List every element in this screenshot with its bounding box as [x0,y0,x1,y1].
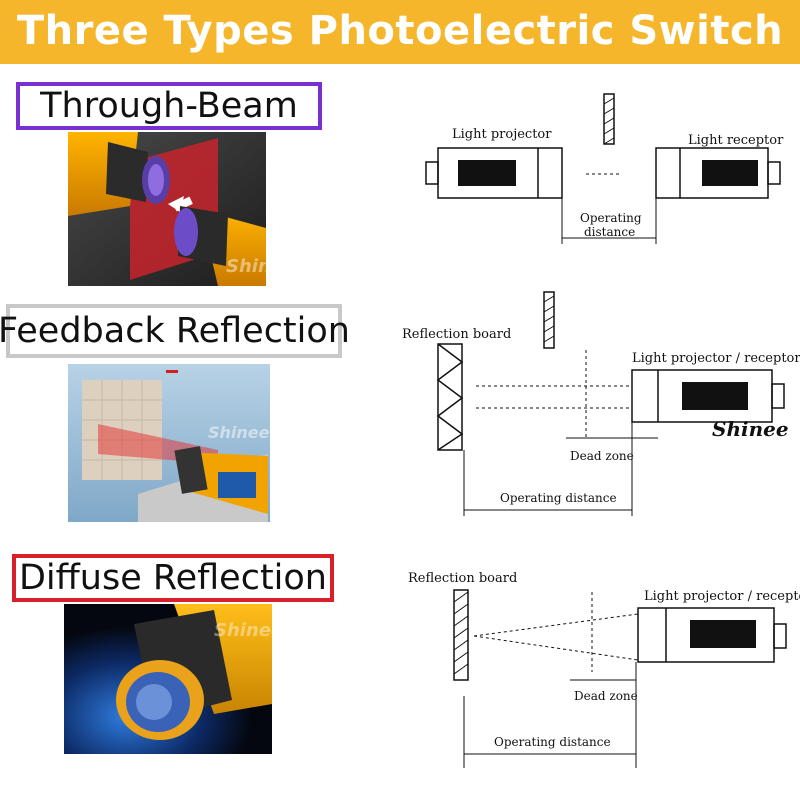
reflection-board-label: Reflection board [402,327,511,342]
unit-label: Light projector / receptor [632,351,800,366]
light-projector-receptor [637,607,787,663]
unit-label: Light projector / receptor [644,589,800,604]
dead-zone-label: Dead zone [570,449,634,463]
feedback-reflection-label: Feedback Reflection [0,304,350,358]
diffuse-reflection-photo: Shinee [64,604,272,754]
obstacle-hatch [603,93,615,145]
receptor-label: Light receptor [688,133,784,148]
light-receptor [655,147,781,199]
through-beam-label: Through-Beam [16,82,322,130]
distance-label: Operating distance [494,735,611,749]
beam-line [473,613,639,637]
obstacle-hatch [543,291,555,349]
projector-label: Light projector [452,127,552,142]
distance-label-line2: distance [584,225,635,239]
distance-label: Operating distance [500,491,617,505]
title-banner: Three Types Photoelectric Switch [0,0,800,64]
watermark: Shinee [208,423,270,442]
feedback-reflection-photo: Shinee [68,364,270,522]
feedback-reflection-diagram: Reflection board Light projector / recep… [402,291,800,516]
page-title: Three Types Photoelectric Switch [16,8,784,54]
beam-line-return [473,635,639,661]
diffuse-reflection-diagram: Reflection board Light projector / recep… [408,571,800,768]
reflection-board [453,589,469,681]
distance-label-line1: Operating [580,211,642,225]
light-projector-receptor [631,369,785,423]
through-beam-photo: Shinee [68,132,266,286]
watermark: Shinee [214,620,272,641]
reflection-board-label: Reflection board [408,571,517,586]
light-projector [425,147,563,199]
watermark: Shinee [712,417,789,441]
dead-zone-label: Dead zone [574,689,638,703]
through-beam-diagram: Light projector Light receptor Operating… [425,93,784,244]
watermark: Shinee [226,256,266,277]
reflection-board [436,343,464,451]
diffuse-reflection-label: Diffuse Reflection [12,554,334,602]
